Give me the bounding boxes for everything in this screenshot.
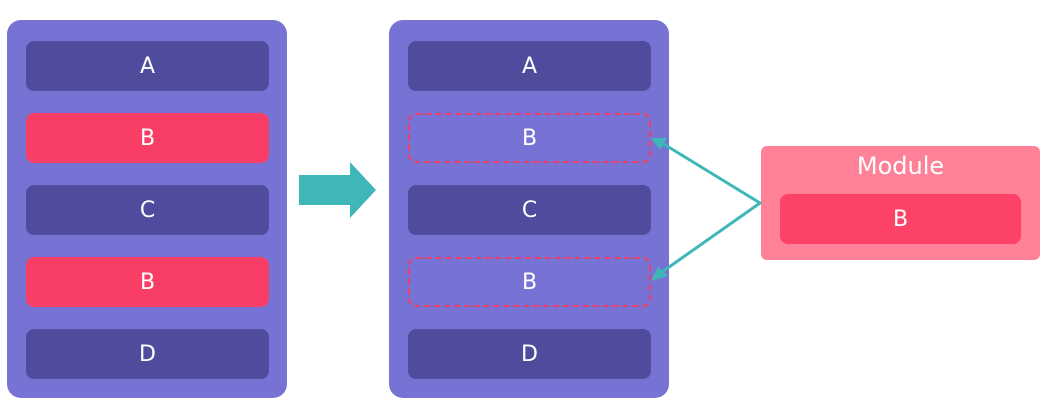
source-block-c: C (26, 185, 269, 235)
right-arrow-icon (299, 162, 376, 218)
result-block-a: A (408, 41, 651, 91)
source-block-d: D (26, 329, 269, 379)
module-box: Module B (761, 146, 1040, 260)
result-panel: A B C B D (389, 20, 669, 398)
source-block-a: A (26, 41, 269, 91)
module-title: Module (856, 152, 945, 180)
source-block-b-first: B (26, 113, 269, 163)
result-block-d: D (408, 329, 651, 379)
result-slot-b-second: B (408, 257, 651, 307)
result-block-c: C (408, 185, 651, 235)
link-line-upper (660, 141, 762, 205)
module-block-b: B (780, 194, 1021, 244)
source-block-b-second: B (26, 257, 269, 307)
source-panel: A B C B D (7, 20, 287, 398)
result-slot-b-first: B (408, 113, 651, 163)
link-line-lower (660, 201, 762, 274)
